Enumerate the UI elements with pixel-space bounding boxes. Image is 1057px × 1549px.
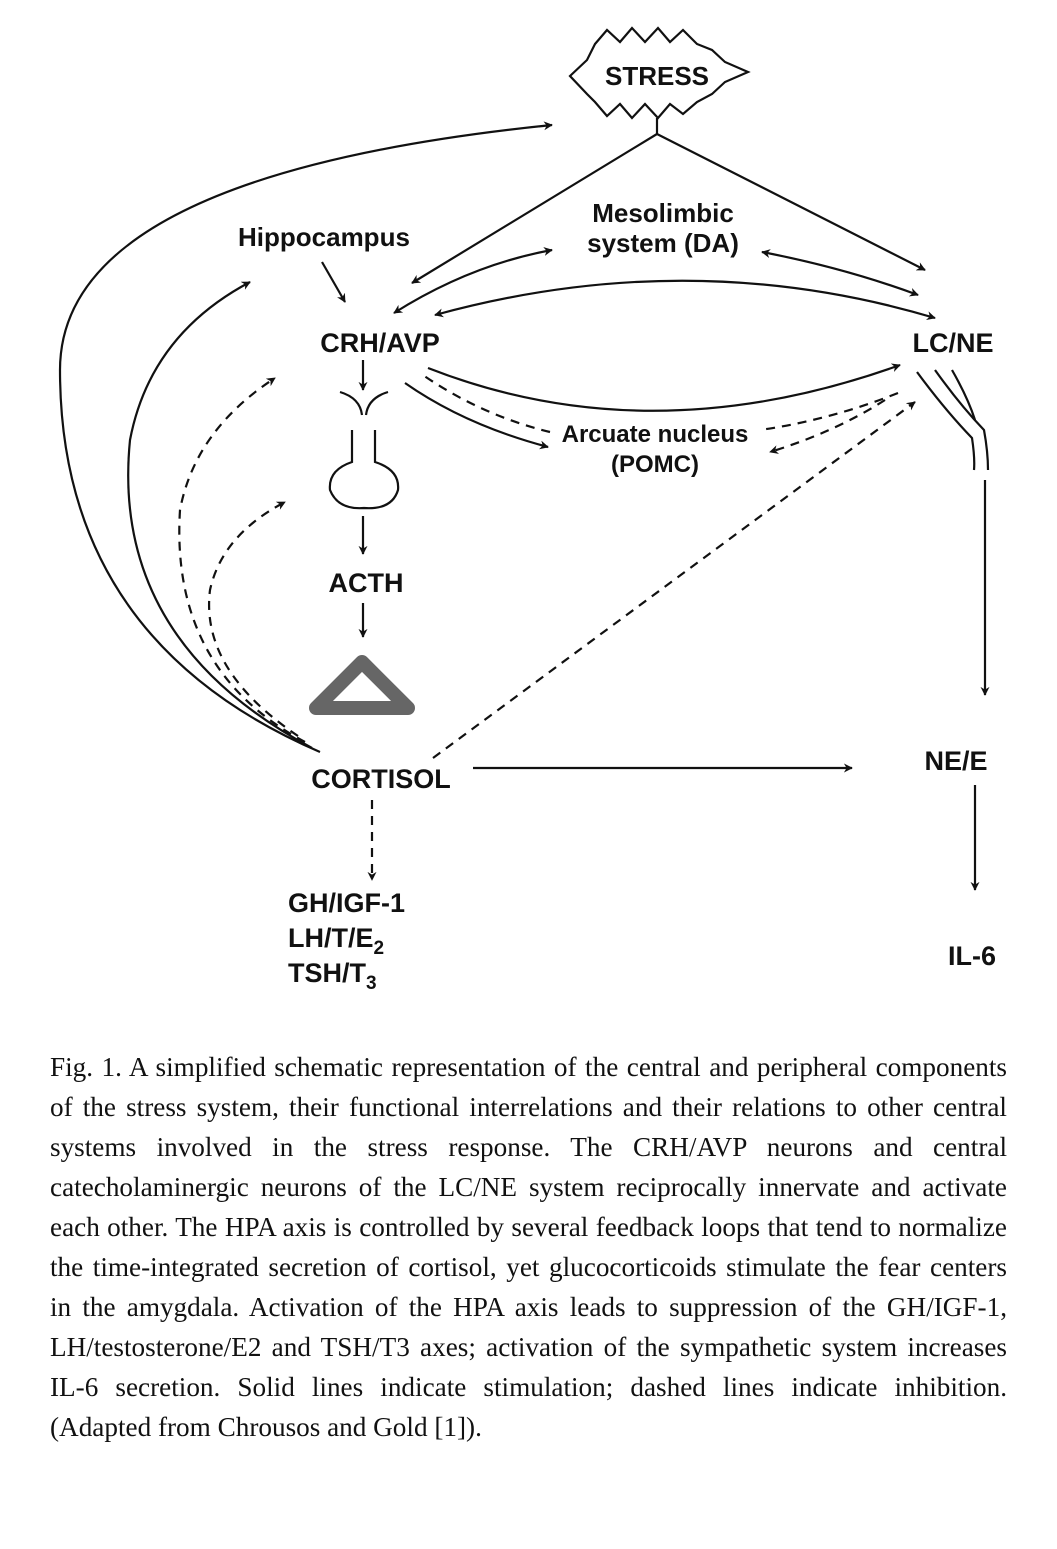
stress-system-diagram: #diagram marker path { fill: #111111; } … (58, 26, 996, 994)
arcuate-label-line1: Arcuate nucleus (562, 421, 749, 448)
acth-label: ACTH (329, 568, 404, 598)
adrenal-gland-icon (309, 655, 415, 715)
arcuate-to-crh-inhibit-line (419, 372, 551, 434)
lh-t-e2-text: LH/T/E (288, 923, 374, 953)
cortisol-label: CORTISOL (311, 764, 451, 794)
gh-igf-label: GH/IGF-1 (288, 888, 405, 918)
cortisol-to-pituitary-inhibit-arrow (208, 501, 299, 737)
ne-e-label: NE/E (924, 746, 987, 776)
lc-ne-label: LC/NE (913, 328, 994, 358)
stress-label: STRESS (605, 61, 709, 91)
crh-to-arcuate-arrow (404, 382, 549, 450)
cortisol-to-amygdala-stress-arrow (58, 121, 553, 754)
stress-to-lc-arrow (656, 133, 926, 271)
hippocampus-to-crh-arrow (321, 261, 346, 303)
lh-subscript: 2 (374, 938, 385, 959)
crh-lc-upper-double-arrow (434, 279, 936, 321)
tsh-t3-label: TSH/T3 (288, 958, 377, 994)
mesolimbic-label-line2: system (DA) (587, 228, 739, 258)
lc-sympathetic-bundle (916, 369, 990, 471)
lc-to-arcuate-inhibit-line (759, 391, 899, 432)
cortisol-to-lc-inhibit-arrow (432, 401, 916, 759)
cortisol-to-crh-inhibit-arrow (178, 377, 306, 743)
il6-label: IL-6 (948, 941, 996, 971)
crh-to-lc-lower-arrow (427, 363, 901, 412)
crh-mesolimbic-double-arrow (393, 247, 553, 314)
mesolimbic-lc-double-arrow (761, 249, 919, 297)
crh-avp-label: CRH/AVP (320, 328, 440, 358)
lh-t-e2-label: LH/T/E2 (288, 923, 384, 959)
pituitary-gland-icon (328, 390, 400, 510)
figure-caption: Fig. 1. A simplified schematic represent… (50, 1052, 1007, 1442)
stress-starburst-shape (568, 26, 751, 120)
stress-node: STRESS (568, 26, 751, 120)
cortisol-to-hippocampus-arrow (127, 281, 313, 749)
hippocampus-label: Hippocampus (238, 222, 410, 252)
arcuate-label-line2: (POMC) (611, 451, 699, 478)
tsh-subscript: 3 (366, 973, 377, 994)
tsh-t3-text: TSH/T (288, 958, 367, 988)
mesolimbic-label-line1: Mesolimbic (592, 198, 734, 228)
